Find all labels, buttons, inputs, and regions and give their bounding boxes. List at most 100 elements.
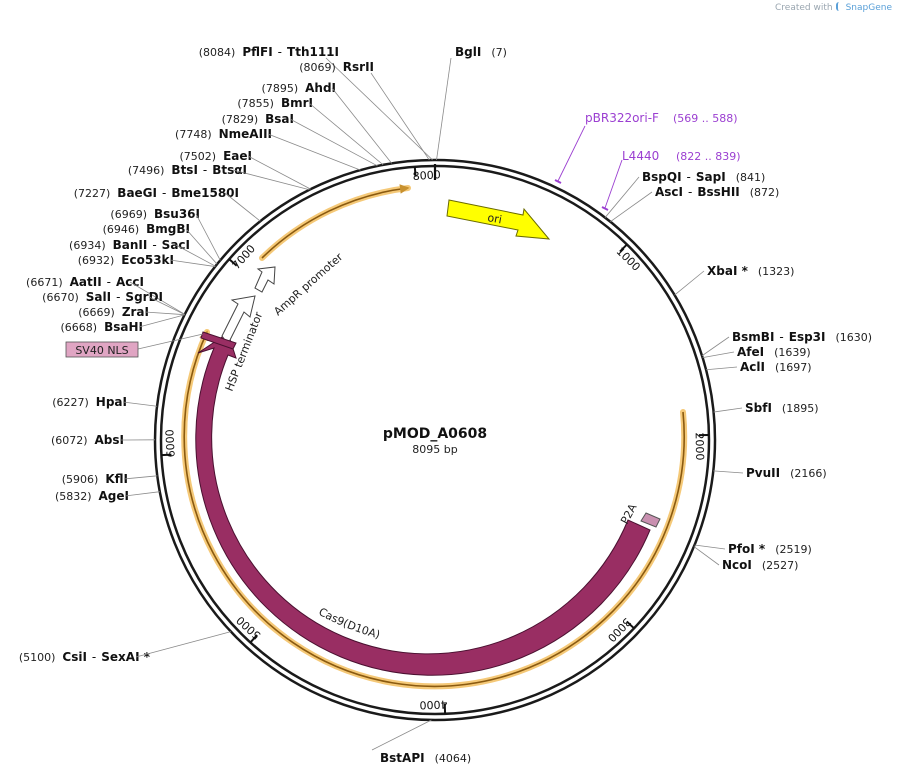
ampr-promoter-arrow[interactable] (254, 266, 276, 293)
sv40-label: SV40 NLS (75, 344, 128, 357)
primer-leader-line (604, 159, 623, 209)
enzyme-leader-line (702, 351, 735, 359)
enzyme-leader-line (604, 176, 640, 218)
enzyme-site[interactable]: (6934)BanII-SacI (69, 238, 216, 267)
enzyme-name: BstAPI (380, 751, 425, 765)
enzyme-site[interactable]: (6671)AatII-AccI (26, 275, 185, 315)
enzyme-site[interactable]: AclI(1697) (706, 360, 812, 374)
enzyme-label: (7855)BmrI (237, 96, 313, 110)
primer-l4440[interactable]: L4440 (822 .. 839) (601, 149, 741, 211)
enzyme-site[interactable]: (7502) EaeI (180, 149, 311, 190)
enzyme-label: (5906)KflI (62, 472, 128, 486)
enzyme-site[interactable]: PvuII(2166) (713, 466, 827, 480)
enzyme-site[interactable]: (8084)PflFI-Tth111I (199, 45, 433, 161)
primers: pBR322ori-F (569 .. 588) L4440 (822 .. 8… (554, 111, 741, 211)
enzyme-site[interactable]: (7496)BtsI-BtsαI (128, 163, 310, 191)
primer-pbr322ori-f[interactable]: pBR322ori-F (569 .. 588) (554, 111, 738, 184)
enzyme-label: (5832)AgeI (55, 489, 129, 503)
enzyme-site[interactable]: (6072)AbsI (51, 433, 156, 447)
ori-feature-arrow[interactable] (446, 199, 551, 240)
enzyme-name: Esp3I (789, 330, 826, 344)
sv40-nls-marker[interactable] (200, 331, 237, 350)
enzyme-name: AhdI (305, 81, 336, 95)
enzyme-site[interactable]: (6932)Eco53kI (78, 253, 216, 267)
enzyme-name: BtsI (171, 163, 198, 177)
enzyme-separator: - (152, 238, 156, 252)
enzyme-position: (6670) (42, 291, 79, 304)
enzyme-site[interactable]: NcoI(2527) (693, 546, 799, 572)
credit-prefix: Created with (775, 3, 833, 13)
cas9-feature-arrow[interactable] (195, 332, 651, 676)
enzyme-position: (872) (750, 186, 780, 199)
enzyme-site[interactable]: (7748)NmeAIII (175, 127, 361, 171)
enzyme-site[interactable]: (7227)BaeGI-Bme1580I (74, 186, 261, 222)
enzyme-label: (6072)AbsI (51, 433, 124, 447)
enzyme-site[interactable]: (5100)CsiI-SexAI * (19, 631, 231, 664)
sv40-nls-callout[interactable]: SV40 NLS (65, 333, 204, 358)
enzyme-site[interactable]: AscI-BssHII(872) (610, 185, 780, 223)
enzyme-site[interactable]: BsmBI-Esp3I(1630) (701, 330, 872, 357)
enzyme-name: BspQI (642, 170, 682, 184)
hsp-terminator-arrow[interactable] (221, 295, 256, 345)
enzyme-leader-line (123, 475, 158, 480)
enzyme-site[interactable]: (7895)AhdI (262, 81, 393, 164)
enzyme-name: AclI (740, 360, 765, 374)
enzyme-separator: - (116, 290, 120, 304)
enzyme-site[interactable]: (5832)AgeI (55, 489, 160, 503)
enzyme-site[interactable]: (8069)RsrII (299, 60, 430, 161)
enzyme-leader-line (713, 407, 743, 413)
ampr-promoter-label: AmpR promoter (271, 250, 345, 318)
enzyme-name: Bsu36I (154, 207, 200, 221)
enzyme-site[interactable]: BspQI-SapI(841) (604, 170, 765, 218)
enzyme-name: BmgBI (146, 222, 190, 236)
enzyme-site[interactable]: (6668)BsaHI (61, 314, 185, 334)
enzyme-leader-line (267, 133, 361, 171)
enzyme-name: XbaI * (707, 264, 749, 278)
p2a-feature[interactable] (640, 512, 661, 528)
enzyme-label: (6668)BsaHI (61, 320, 143, 334)
enzyme-leader-line (135, 631, 231, 658)
enzyme-site[interactable]: (5906)KflI (62, 472, 158, 486)
primer-range: (822 .. 839) (676, 150, 741, 163)
enzyme-name: BssHII (697, 185, 739, 199)
enzyme-position: (1323) (758, 265, 795, 278)
enzyme-site[interactable]: BglI(7) (436, 45, 507, 161)
enzyme-leader-line (701, 336, 730, 357)
enzyme-position: (6671) (26, 276, 63, 289)
enzyme-label: XbaI * (1323) (707, 264, 794, 278)
enzyme-label: AfeI(1639) (737, 345, 811, 359)
enzyme-site[interactable]: (7855)BmrI (237, 96, 384, 166)
enzyme-name: EaeI (223, 149, 252, 163)
enzyme-name: BanII (113, 238, 148, 252)
enzyme-site[interactable]: PfoI *(2519) (694, 542, 812, 556)
enzyme-site[interactable]: (6669)ZraI (78, 305, 185, 319)
enzyme-leader-line (674, 270, 705, 296)
enzyme-name: Bme1580I (171, 186, 239, 200)
enzyme-site[interactable]: (6227) HpaI (52, 395, 158, 409)
enzyme-position: (7502) (180, 150, 217, 163)
enzyme-label: (7502) EaeI (180, 149, 252, 163)
enzyme-leader-line (247, 155, 311, 190)
enzyme-leader-line (706, 366, 738, 371)
enzyme-site[interactable]: (7829)BsaI (222, 112, 378, 167)
enzyme-position: (6934) (69, 239, 106, 252)
enzyme-site[interactable]: BstAPI(4064) (371, 719, 471, 765)
enzyme-position: (6932) (78, 254, 115, 267)
enzyme-position: (6227) (52, 396, 89, 409)
enzyme-site[interactable]: (6969)Bsu36I (110, 207, 221, 261)
enzyme-site[interactable]: (6946)BmgBI (103, 222, 218, 265)
sv40-label-box (65, 341, 139, 358)
enzyme-name: AatII (70, 275, 102, 289)
enzyme-name: BaeGI (117, 186, 157, 200)
enzyme-name: HpaI (96, 395, 127, 409)
primer-marker (554, 179, 562, 184)
enzyme-site[interactable]: AfeI(1639) (702, 345, 811, 359)
tick-mark (228, 258, 238, 267)
enzyme-leader-line (138, 314, 185, 328)
enzyme-separator: - (162, 186, 166, 200)
enzyme-site[interactable]: (6670)SalI-SgrDI (42, 290, 185, 315)
enzyme-site[interactable]: XbaI * (1323) (674, 264, 795, 296)
enzyme-site[interactable]: SbfI(1895) (713, 401, 819, 415)
enzyme-leader-line (370, 72, 430, 161)
enzyme-label: NcoI(2527) (722, 558, 798, 572)
